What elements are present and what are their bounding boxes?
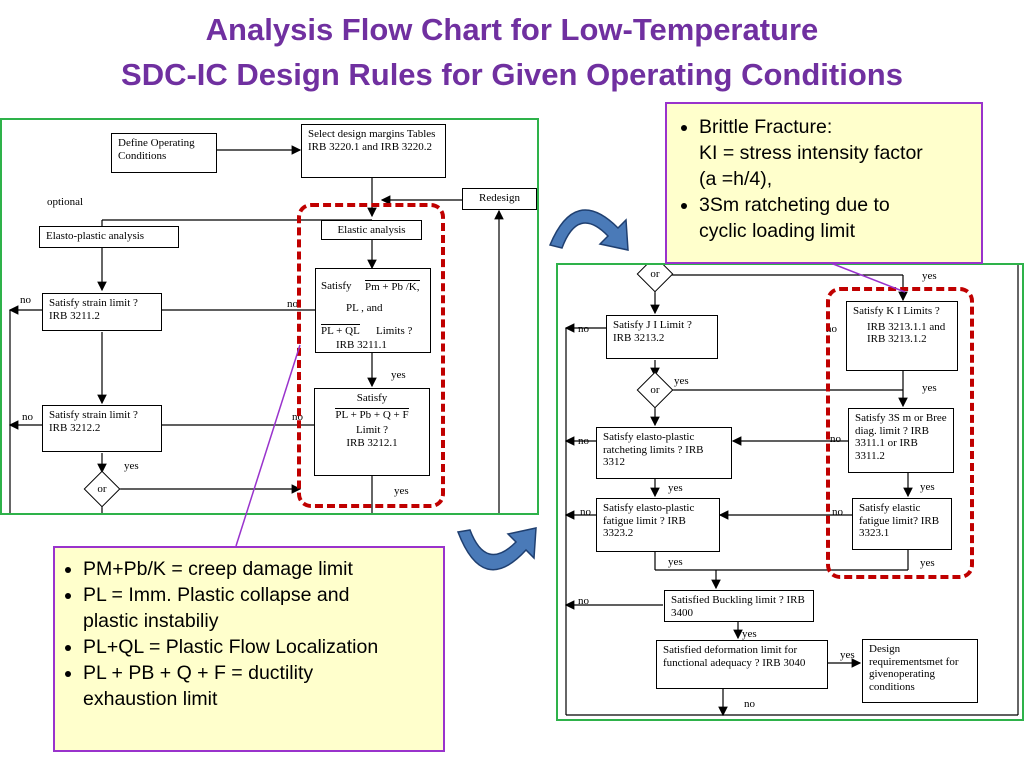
callout-bottom-item-1: PM+Pb/K = creep damage limit	[83, 556, 437, 582]
right-or-label-top: or	[650, 268, 660, 280]
irb-3212-1-label: IRB 3212.1	[346, 436, 398, 449]
strain-limit-3211-2-box: Satisfy strain limit ? IRB 3211.2	[42, 293, 162, 331]
elasto-plastic-ratcheting-box: Satisfy elasto-plastic ratcheting limits…	[596, 427, 732, 479]
callout-bottom-item-3: PL+QL = Plastic Flow Localization	[83, 634, 437, 660]
no-label-2: no	[287, 298, 298, 310]
callout-top-item-1: Brittle Fracture:KI = stress intensity f…	[699, 114, 975, 192]
irb-3211-1-label: IRB 3211.1	[336, 339, 387, 351]
elastic-fatigue-box: Satisfy elastic fatigue limit? IRB 3323.…	[852, 498, 952, 550]
no-label-r4: no	[830, 433, 841, 445]
no-label-r8: no	[744, 698, 755, 710]
elastic-analysis-box: Elastic analysis	[321, 220, 422, 240]
no-label-r6: no	[832, 506, 843, 518]
ductility-expression: PL + Pb + Q + F	[335, 407, 409, 421]
no-label-r7: no	[578, 595, 589, 607]
sm-bree-limit-box: Satisfy 3S m or Bree diag. limit ? IRB 3…	[848, 408, 954, 473]
buckling-limit-box: Satisfied Buckling limit ? IRB 3400	[664, 590, 814, 622]
left-dashed-highlight	[297, 203, 445, 508]
yes-label-r2: yes	[674, 375, 689, 387]
callout-brittle-fracture: Brittle Fracture:KI = stress intensity f…	[665, 102, 983, 264]
k-limit-body: IRB 3213.1.1 and IRB 3213.1.2	[867, 320, 946, 346]
right-connector-lines	[564, 265, 1019, 717]
yes-label-3: yes	[394, 485, 409, 497]
right-dashed-highlight	[826, 287, 974, 579]
left-or-label: or	[97, 483, 107, 495]
curved-arrow-top-icon	[548, 209, 629, 251]
left-flowchart-panel: Define Operating Conditions Select desig…	[0, 118, 539, 515]
ductility-limit-box: Satisfy PL + Pb + Q + F Limit ? IRB 3212…	[314, 388, 430, 476]
k-limit-title: Satisfy K I Limits ?	[853, 305, 940, 317]
pl-ql-expression: PL + QL	[321, 324, 360, 337]
optional-label: optional	[47, 196, 84, 208]
title-line-2: SDC-IC Design Rules for Given Operating …	[121, 57, 903, 92]
k-limit-box: Satisfy K I Limits ? IRB 3213.1.1 and IR…	[846, 301, 958, 371]
yes-label-r3: yes	[922, 382, 937, 394]
pl-and-expression: PL , and	[346, 302, 383, 314]
yes-label-r8: yes	[742, 628, 757, 640]
no-label-3: no	[22, 411, 33, 423]
satisfy-word: Satisfy	[321, 280, 352, 292]
yes-label-1: yes	[391, 369, 406, 381]
select-design-margins-box: Select design margins Tables IRB 3220.1 …	[301, 124, 446, 178]
curved-arrow-bottom-icon	[456, 527, 537, 571]
yes-label-r9: yes	[840, 649, 855, 661]
right-flowchart-panel: or yes Satisfy J I Limit ? IRB 3213.2 Sa…	[556, 263, 1024, 721]
limits-label: Limits ?	[376, 325, 413, 337]
no-label-r2: no	[826, 323, 837, 335]
right-or-label-mid: or	[650, 384, 660, 396]
yes-label-r6: yes	[668, 556, 683, 568]
primary-stress-limits-box: Satisfy Pm + Pb /K, PL , and PL + QL Lim…	[315, 268, 431, 353]
redesign-box: Redesign	[462, 188, 537, 210]
yes-label-r7: yes	[920, 557, 935, 569]
elasto-plastic-fatigue-box: Satisfy elasto-plastic fatigue limit ? I…	[596, 498, 720, 552]
no-label-r3: no	[578, 435, 589, 447]
ductility-satisfy: Satisfy	[356, 392, 388, 404]
elasto-plastic-analysis-box: Elasto-plastic analysis	[39, 226, 179, 248]
no-label-r5: no	[580, 506, 591, 518]
j-limit-box: Satisfy J I Limit ? IRB 3213.2	[606, 315, 718, 359]
title-line-1: Analysis Flow Chart for Low-Temperature	[205, 12, 819, 47]
yes-label-r4: yes	[668, 482, 683, 494]
deformation-limit-box: Satisfied deformation limit for function…	[656, 640, 828, 689]
ductility-limit-label: Limit ?	[355, 424, 389, 436]
no-label-r1: no	[578, 323, 589, 335]
pm-pb-k-expression: Pm + Pb /K,	[365, 280, 420, 293]
yes-label-r5: yes	[920, 481, 935, 493]
yes-label-r1: yes	[922, 270, 937, 282]
strain-limit-3212-2-box: Satisfy strain limit ? IRB 3212.2	[42, 405, 162, 452]
design-requirements-met-box: Design requirementsmet for givenoperatin…	[862, 639, 978, 703]
no-label-1: no	[20, 294, 31, 306]
callout-stress-definitions: PM+Pb/K = creep damage limit PL = Imm. P…	[53, 546, 445, 752]
yes-label-2: yes	[124, 460, 139, 472]
define-operating-conditions-box: Define Operating Conditions	[111, 133, 217, 173]
